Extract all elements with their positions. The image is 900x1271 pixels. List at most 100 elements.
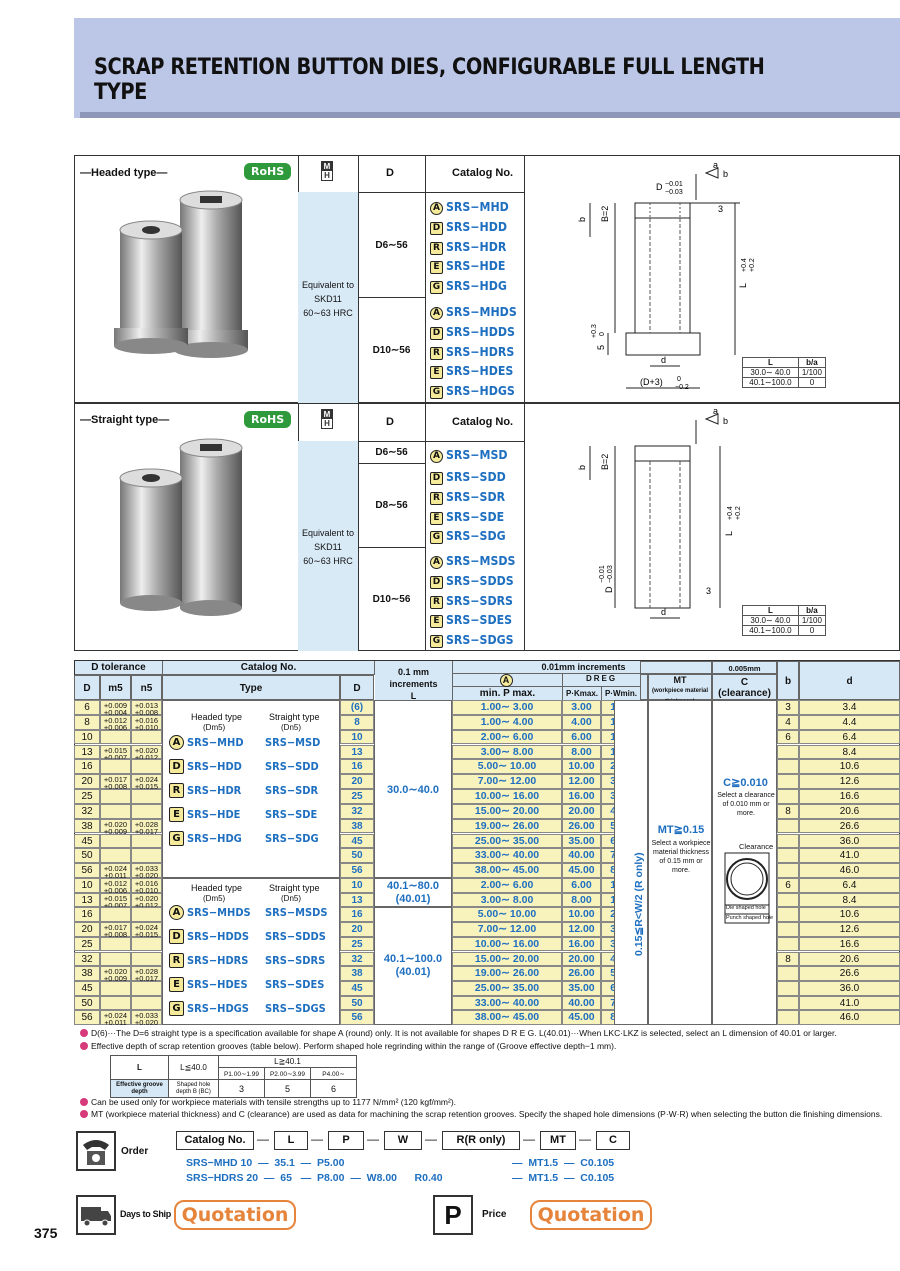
table-cell: 35.00 [562, 980, 601, 996]
table-cell: 3.4 [799, 700, 900, 715]
svg-text:+0.3: +0.3 [591, 324, 598, 338]
table-cell: 25 [74, 789, 100, 804]
straight-catalog: SRS−SDGS [265, 1002, 326, 1015]
shape-icon: A [430, 307, 443, 320]
shape-icon: D [169, 759, 184, 774]
banner-shadow [80, 112, 900, 118]
svg-text:L: L [738, 283, 748, 288]
straight-catalog: SRS−SDD [265, 760, 319, 773]
table-cell [777, 922, 799, 937]
shape-icon: D [430, 472, 443, 485]
table-cell: 38.00∼ 45.00 [452, 863, 562, 878]
svg-text:d: d [661, 607, 666, 617]
table-cell: 20.6 [799, 951, 900, 967]
svg-text:D: D [604, 586, 614, 593]
table-cell: +0.015+0.007 [100, 892, 131, 909]
svg-text:a: a [713, 160, 718, 170]
table-cell: +0.016+0.010 [131, 714, 162, 731]
shape-icon: G [430, 635, 443, 649]
svg-text:−0.2: −0.2 [675, 384, 689, 391]
shape-icon: D [430, 575, 443, 589]
svg-text:L: L [724, 531, 734, 536]
d-range: D6∼56 [375, 447, 408, 458]
table-cell [100, 729, 131, 745]
table-cell [100, 803, 131, 819]
headed-catalog: SRS−HDR [187, 784, 242, 797]
table-cell: 10 [74, 878, 100, 893]
table-cell [131, 759, 162, 775]
order-field: R(R only) [442, 1131, 520, 1150]
table-cell: (6) [340, 700, 374, 715]
c-cell: C≧0.010 Select a clearance of 0.010 mm o… [712, 700, 777, 1025]
table-cell: +0.009+0.004 [100, 700, 131, 716]
straight-type-label: —Straight type— [80, 414, 170, 426]
catalog-number: SRS−SDD [446, 469, 506, 484]
table-cell: 20 [74, 922, 100, 937]
table-cell [777, 936, 799, 952]
catalog-number: SRS−SDGS [446, 632, 514, 648]
table-cell: +0.033+0.020 [131, 1010, 162, 1027]
shape-icon: R [169, 953, 184, 968]
table-cell [100, 833, 131, 849]
catalog-number: SRS−SDE [446, 508, 505, 524]
svg-text:B=2: B=2 [600, 206, 610, 222]
table-cell: 1.00∼ 4.00 [452, 714, 562, 730]
table-cell: 38 [340, 818, 374, 834]
shape-icon: E [430, 261, 443, 275]
shape-icon: E [430, 615, 443, 629]
table-cell [100, 759, 131, 775]
svg-text:−0.01: −0.01 [665, 181, 683, 188]
title-banner [74, 18, 900, 118]
table-cell: 50 [340, 995, 374, 1011]
note-4: MT (workpiece material thickness) and C … [80, 1109, 882, 1119]
order-field: MT [540, 1131, 576, 1150]
table-cell: 8.4 [799, 744, 900, 760]
price-icon: P [433, 1195, 473, 1235]
shape-icon: R [430, 491, 443, 505]
table-cell: 56 [74, 1010, 100, 1025]
headed-technical-drawing: a b D −0.01 −0.03 3 B=2 b L +0.4 +0.2 5 … [577, 160, 756, 391]
table-cell: 10.00∼ 16.00 [452, 789, 562, 804]
order-example-1-tail: — MT1.5 — C0.105 [512, 1157, 615, 1169]
table-cell: 8 [340, 714, 374, 730]
svg-text:b: b [723, 416, 728, 426]
table-cell [777, 789, 799, 804]
table-cell: 25.00∼ 35.00 [452, 833, 562, 849]
catalog-number: SRS−HDD [446, 218, 508, 234]
mt-cell: MT≧0.15 Select a workpiece material thic… [648, 700, 712, 1025]
straight-catalog: SRS−SDG [265, 832, 319, 845]
table-cell: 8.4 [799, 892, 900, 908]
straight-product-image [119, 438, 243, 616]
svg-text:−0.03: −0.03 [665, 189, 683, 196]
table-cell: 8 [74, 714, 100, 730]
table-cell: 32 [74, 803, 100, 819]
table-cell: 20.6 [799, 803, 900, 819]
headed-catalog: SRS−HDES [187, 978, 248, 991]
catalog-number: SRS−HDR [446, 238, 507, 254]
straight-technical-drawing: a b B=2 b L +0.4 +0.2 D −0.01 −0.03 3 d [577, 408, 742, 619]
svg-text:b: b [723, 169, 728, 179]
table-cell: 10.00∼ 16.00 [452, 936, 562, 952]
table-cell: 36.0 [799, 833, 900, 849]
order-separator: — [257, 1132, 269, 1146]
L-range-1: 30.0∼40.0 [374, 700, 452, 878]
table-cell: 1.00∼ 3.00 [452, 700, 562, 715]
table-cell [131, 951, 162, 967]
table-cell: +0.024+0.015 [131, 922, 162, 938]
table-cell: 6.4 [799, 878, 900, 893]
straight-catalog: SRS−SDR [265, 784, 319, 797]
table-cell: 16.00 [562, 789, 601, 804]
